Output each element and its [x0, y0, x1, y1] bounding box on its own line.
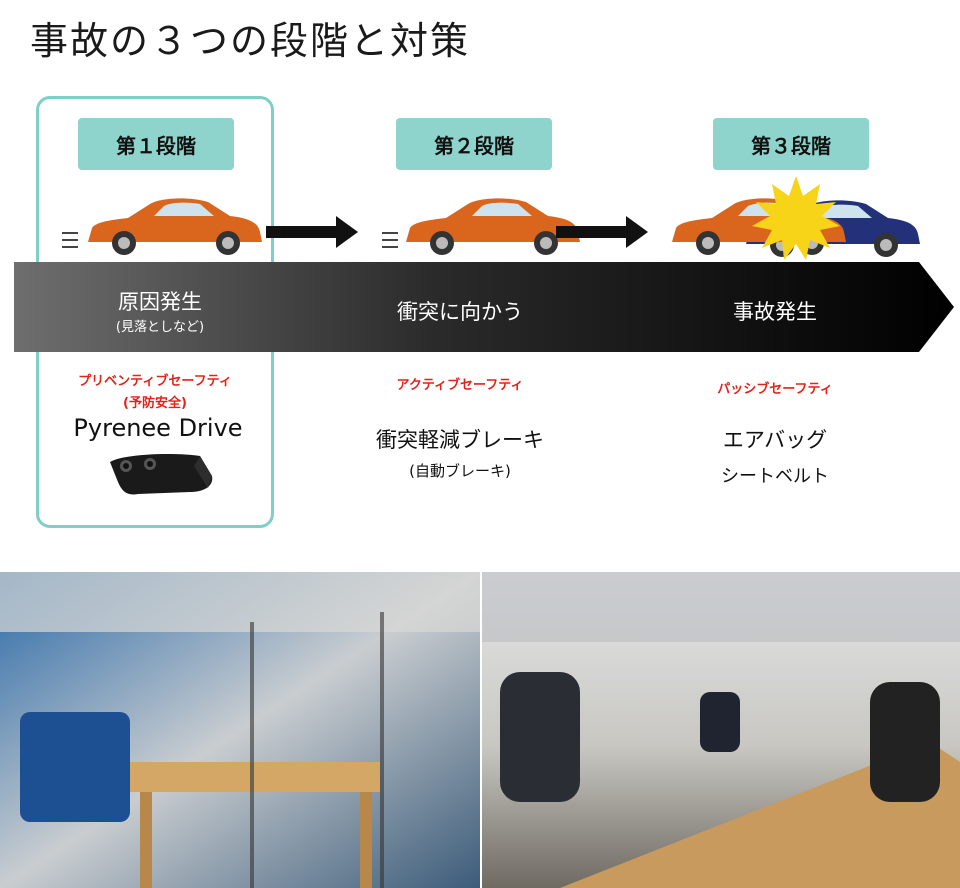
timeline-arrow	[14, 262, 954, 352]
stage-3-measure: エアバッグ	[722, 428, 828, 452]
dashcam-device-image	[110, 454, 213, 495]
stage-1-category: プリベンティブセーフティ	[78, 374, 232, 389]
office-photo-right	[482, 572, 960, 888]
motion-lines-icon	[61, 232, 79, 248]
stage-1-category-note: (予防安全)	[123, 396, 187, 411]
stage-1-label: 第１段階	[78, 118, 234, 170]
stage-1-cause: 原因発生	[118, 290, 202, 314]
stage-3-cause: 事故発生	[733, 300, 817, 324]
stage-2-label: 第２段階	[396, 118, 552, 170]
stage-2-measure-note: (自動ブレーキ)	[409, 462, 511, 480]
stage-2-measure: 衝突軽減ブレーキ	[376, 428, 544, 452]
stage-3-measure-note: シートベルト	[721, 466, 829, 487]
stage-3-category: パッシブセーフティ	[717, 382, 833, 397]
stage-2-cause: 衝突に向かう	[397, 300, 523, 324]
page-title: 事故の３つの段階と対策	[30, 19, 471, 63]
stage-illustrations	[61, 176, 920, 260]
stage-2-category: アクティブセーフティ	[396, 378, 524, 393]
motion-lines-icon	[381, 232, 399, 248]
stage-3-label: 第３段階	[713, 118, 869, 170]
office-photos	[0, 572, 960, 888]
stage-1-cause-note: (見落としなど)	[115, 320, 205, 335]
arrow-icon	[266, 216, 358, 248]
arrow-icon	[556, 216, 648, 248]
office-photo-left	[0, 572, 480, 888]
collision-burst-icon	[752, 176, 840, 260]
car-stage-1	[88, 198, 262, 255]
car-stage-2	[406, 198, 580, 255]
stage-1-measure: Pyrenee Drive	[73, 414, 243, 442]
